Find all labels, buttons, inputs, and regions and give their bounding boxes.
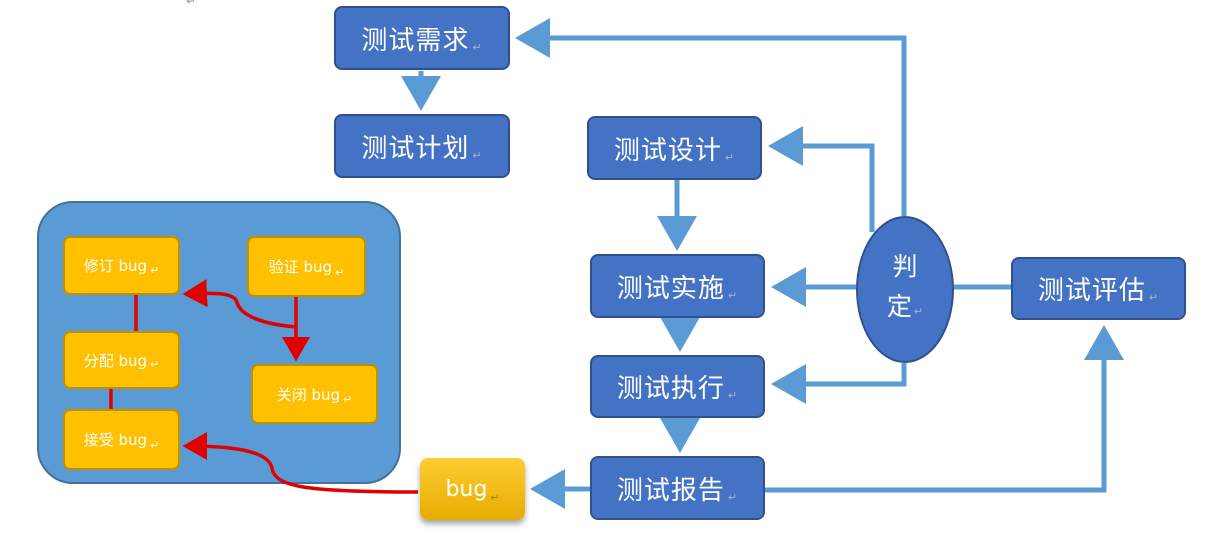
node-judgement: 判 定↵	[856, 216, 954, 363]
lifecycle-close-bug-label: 关闭 bug	[276, 385, 341, 404]
node-test-execution: 测试执行↵	[590, 355, 765, 418]
lifecycle-fix-bug-label: 修订 bug	[83, 257, 148, 275]
paragraph-mark: ↵	[472, 41, 483, 54]
node-test-execution-label: 测试执行	[616, 374, 725, 404]
arrow-report-to-eval	[765, 325, 1124, 493]
node-test-report: 测试报告↵	[590, 456, 765, 520]
lifecycle-assign-bug: 分配 bug↵	[63, 331, 180, 389]
lifecycle-verify-bug: 验证 bug↵	[247, 236, 366, 297]
paragraph-mark: ↵	[1148, 291, 1160, 304]
node-test-report-label: 测试报告	[616, 475, 725, 506]
node-test-design: 测试设计↵	[587, 116, 762, 180]
lifecycle-close-bug: 关闭 bug↵	[251, 364, 378, 424]
paragraph-mark: ↵	[472, 149, 483, 162]
paragraph-mark: ↵	[186, 0, 197, 8]
node-test-design-label: 测试设计	[613, 135, 722, 166]
lifecycle-fix-bug: 修订 bug↵	[63, 236, 180, 295]
lifecycle-accept-bug-label: 接受 bug	[83, 431, 148, 449]
node-test-requirements-label: 测试需求	[361, 25, 470, 56]
node-bug: bug↵	[420, 458, 525, 520]
node-test-plan-label: 测试计划	[361, 133, 470, 164]
lifecycle-assign-bug-label: 分配 bug	[83, 351, 148, 370]
node-test-evaluation: 测试评估↵	[1011, 257, 1186, 320]
node-test-implementation-label: 测试实施	[616, 273, 725, 304]
arrow-verify-to-fix	[182, 279, 297, 329]
paragraph-mark: ↵	[727, 491, 739, 504]
paragraph-mark: ↵	[727, 389, 739, 402]
lifecycle-accept-bug: 接受 bug↵	[63, 409, 180, 470]
arrow-judge-to-req	[515, 18, 907, 216]
arrow-judge-to-design	[768, 126, 875, 232]
judge-label-line1: 判	[892, 252, 918, 281]
arrow-bug-to-accept	[182, 432, 419, 494]
paragraph-mark: ↵	[727, 289, 739, 302]
node-test-implementation: 测试实施↵	[590, 254, 765, 318]
arrow-judge-to-exec	[771, 363, 907, 404]
judge-label-line2: 定↵	[886, 292, 924, 321]
lifecycle-verify-bug-label: 验证 bug	[268, 258, 333, 276]
node-test-requirements: 测试需求↵	[334, 6, 510, 70]
node-test-plan: 测试计划↵	[334, 114, 510, 178]
node-bug-label: bug	[445, 476, 488, 502]
paragraph-mark: ↵	[724, 151, 736, 164]
paragraph-mark: ↵	[490, 491, 500, 504]
node-test-evaluation-label: 测试评估	[1037, 276, 1146, 306]
